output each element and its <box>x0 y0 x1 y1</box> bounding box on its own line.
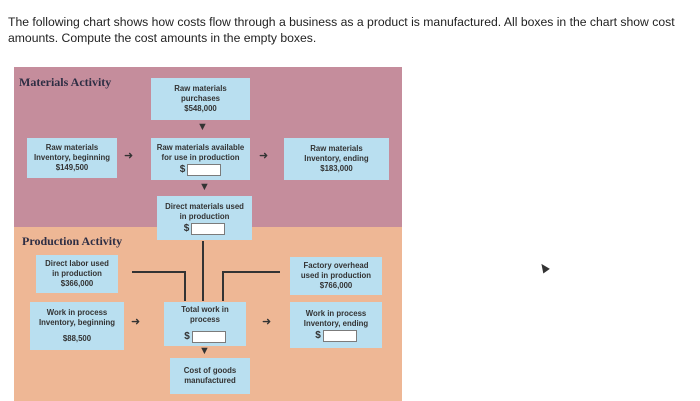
box-value: $766,000 <box>319 281 353 290</box>
dollar-sign: $ <box>183 222 190 234</box>
direct-materials-used-box: Direct materials used in production $ <box>157 196 252 240</box>
raw-materials-ending-box: Raw materials Inventory, ending $183,000 <box>284 138 389 180</box>
box-label: Cost of goods <box>183 366 237 375</box>
box-label: Raw materials <box>174 84 227 93</box>
connector-line <box>222 271 280 273</box>
amount-entry: $ <box>315 329 357 342</box>
connector-line <box>202 241 204 301</box>
arrow-down-icon: ▼ <box>197 121 208 133</box>
box-label: purchases <box>180 94 220 103</box>
box-label: process <box>190 315 220 324</box>
box-label: Inventory, beginning <box>33 153 111 162</box>
box-label: Raw materials <box>310 144 363 153</box>
connector-line <box>222 271 224 301</box>
arrow-right-icon: ➜ <box>259 150 269 162</box>
box-label: Work in process <box>305 308 367 318</box>
mouse-cursor-icon <box>538 261 550 274</box>
box-label: Direct labor used <box>45 259 109 268</box>
amount-entry: $ <box>179 163 222 176</box>
raw-materials-available-box: Raw materials available for use in produ… <box>151 138 250 180</box>
box-label: Inventory, ending <box>304 154 369 163</box>
box-label: in production <box>52 269 102 278</box>
dollar-sign: $ <box>184 331 190 342</box>
total-work-in-process-box: Total work in process $ <box>164 302 246 346</box>
box-value: $149,500 <box>55 163 89 172</box>
raw-materials-beginning-box: Raw materials Inventory, beginning $149,… <box>27 138 117 178</box>
production-activity-title: Production Activity <box>22 234 123 248</box>
raw-materials-available-input[interactable] <box>187 163 222 176</box>
arrow-down-icon: ▼ <box>199 345 210 357</box>
raw-materials-purchases-box: Raw materials purchases $548,000 <box>151 78 250 120</box>
box-label: for use in production <box>161 152 240 162</box>
total-work-in-process-input[interactable] <box>191 331 226 343</box>
cost-of-goods-manufactured-box: Cost of goods manufactured <box>170 358 250 394</box>
amount-entry: $ <box>183 222 226 235</box>
box-label: used in production <box>300 271 372 280</box>
box-label: Work in process <box>46 308 108 317</box>
instructions-text: The following chart shows how costs flow… <box>8 15 675 45</box>
wip-ending-box: Work in process Inventory, ending $ <box>290 302 382 348</box>
arrow-right-icon: ➜ <box>124 150 134 162</box>
box-label: Inventory, beginning <box>38 318 116 327</box>
box-label: Raw materials <box>45 143 99 152</box>
arrow-right-icon: ➜ <box>262 316 272 328</box>
box-value: $548,000 <box>184 104 217 113</box>
box-label: in production <box>179 211 230 221</box>
box-label: Total work in <box>181 305 229 314</box>
wip-beginning-box: Work in process Inventory, beginning $88… <box>30 302 124 350</box>
connector-line <box>184 271 186 301</box>
box-value: $366,000 <box>60 279 94 288</box>
amount-entry: $ <box>184 331 226 343</box>
box-label: Factory overhead <box>303 261 369 270</box>
box-label: Inventory, ending <box>303 318 369 328</box>
materials-activity-title: Materials Activity <box>19 75 112 89</box>
box-value: $183,000 <box>320 164 353 173</box>
connector-line <box>132 271 186 273</box>
direct-labor-box: Direct labor used in production $366,000 <box>36 255 118 293</box>
wip-ending-input[interactable] <box>322 329 357 342</box>
dollar-sign: $ <box>179 163 186 175</box>
box-value: $88,500 <box>62 334 92 343</box>
dollar-sign: $ <box>315 329 321 341</box>
box-label: Raw materials available <box>156 142 245 152</box>
box-label: Direct materials used <box>165 201 244 211</box>
direct-materials-used-input[interactable] <box>191 222 226 235</box>
arrow-right-icon: ➜ <box>131 316 141 328</box>
factory-overhead-box: Factory overhead used in production $766… <box>290 257 382 295</box>
arrow-down-icon: ▼ <box>199 181 210 193</box>
box-label: manufactured <box>184 376 236 385</box>
